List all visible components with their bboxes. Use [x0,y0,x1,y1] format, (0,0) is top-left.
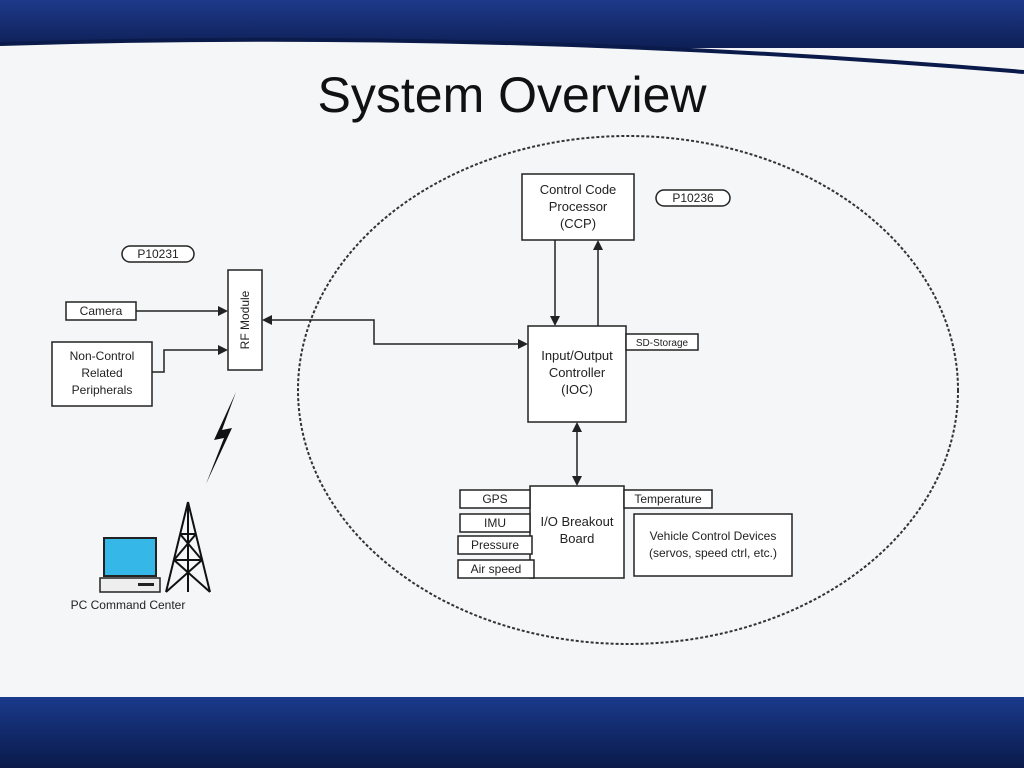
tag-p10236 [655,189,731,207]
breakout-line2: Board [560,531,595,546]
ccp-line1: Control Code [540,182,617,197]
vehicle-control-box [633,513,793,577]
peripherals-line1: Non-Control [70,349,135,363]
radio-tower-icon [165,501,211,593]
tag-p10231-label: P10231 [137,247,179,261]
lightning-bolt-icon [206,392,236,484]
pc-computer-icon [99,537,161,593]
rf-module-label: RF Module [238,290,252,349]
ioc-line2: Controller [549,365,606,380]
arrowhead-up-ioc [572,422,582,432]
ioc-line3: (IOC) [561,382,593,397]
bottom-banner [0,697,1024,768]
vehicle-line1: Vehicle Control Devices [650,529,777,543]
top-swoosh [0,37,1024,90]
ccp-line3: (CCP) [560,216,596,231]
arrowhead-ccp-to-ioc [550,316,560,326]
tag-p10236-label: P10236 [672,191,714,205]
ccp-box [521,173,635,241]
ioc-line1: Input/Output [541,348,613,363]
sensor-box-gps [459,489,531,509]
sensor-label-airspeed: Air speed [471,562,522,576]
breakout-board-box [529,485,625,579]
camera-label: Camera [80,304,123,318]
arrowhead-to-rf [262,315,272,325]
sd-storage-label: SD-Storage [636,338,689,349]
vehicle-line2: (servos, speed ctrl, etc.) [649,546,777,560]
sensor-label-gps: GPS [482,492,507,506]
temperature-label: Temperature [634,492,702,506]
breakout-line1: I/O Breakout [541,514,614,529]
ioc-box [527,325,627,423]
sensor-label-imu: IMU [484,516,506,530]
temperature-box [623,489,713,509]
arrowhead-peripherals-rf [218,345,228,355]
arrowhead-camera-rf [218,306,228,316]
system-boundary-cloud [297,135,959,645]
sd-storage-box [625,333,699,351]
peripherals-line2: Related [81,366,122,380]
sensor-label-pressure: Pressure [471,538,519,552]
peripherals-line3: Peripherals [72,383,133,397]
tag-p10231 [121,245,195,263]
arrowhead-down-breakout [572,476,582,486]
sensor-box-pressure [457,535,533,555]
peripherals-to-rf-arrow [152,349,220,373]
peripherals-box [51,341,153,407]
rf-ioc-link [272,319,520,345]
ccp-line2: Processor [549,199,608,214]
arrowhead-ioc-to-ccp [593,240,603,250]
sensor-box-imu [459,513,531,533]
arrowhead-to-ioc [518,339,528,349]
pc-command-center-label: PC Command Center [71,598,186,612]
sensor-box-airspeed [457,559,535,579]
slide-title: System Overview [317,67,707,123]
